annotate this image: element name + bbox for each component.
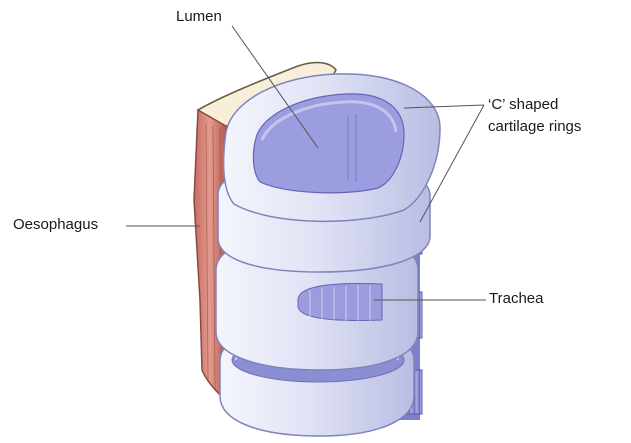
trachea-label: Trachea: [489, 290, 543, 308]
c-shaped-rings-label-line2: cartilage rings: [488, 118, 581, 136]
cartilage-ring-top: [224, 74, 440, 221]
oesophagus-label: Oesophagus: [13, 216, 98, 234]
lumen-label: Lumen: [176, 8, 222, 26]
c-shaped-rings-label-line1: ‘C’ shaped: [488, 96, 558, 114]
